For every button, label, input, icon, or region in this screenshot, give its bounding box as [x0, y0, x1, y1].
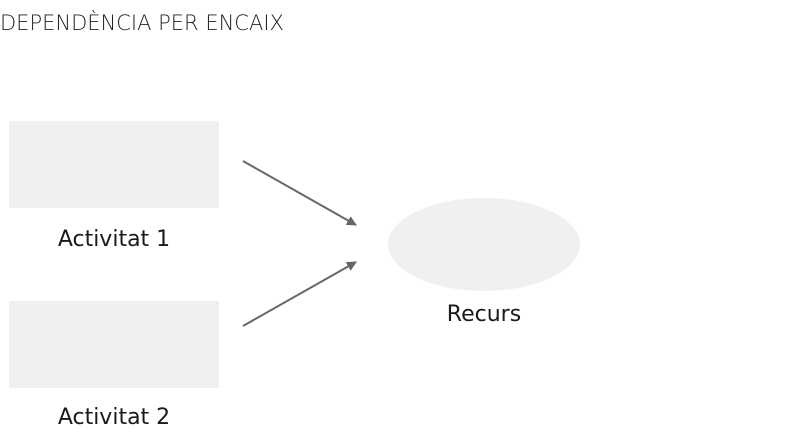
activity-2-label: Activitat 2 — [57, 405, 171, 430]
arrow-activity-2-to-resource — [242, 261, 357, 327]
resource-label: Recurs — [446, 302, 522, 327]
arrow-activity-1-to-resource — [242, 160, 357, 226]
activity-1-box — [9, 121, 219, 208]
diagram-title: DEPENDÈNCIA PER ENCAIX — [0, 11, 284, 35]
activity-1-label: Activitat 1 — [57, 227, 171, 252]
activity-2-box — [9, 301, 219, 388]
resource-ellipse — [388, 198, 580, 291]
